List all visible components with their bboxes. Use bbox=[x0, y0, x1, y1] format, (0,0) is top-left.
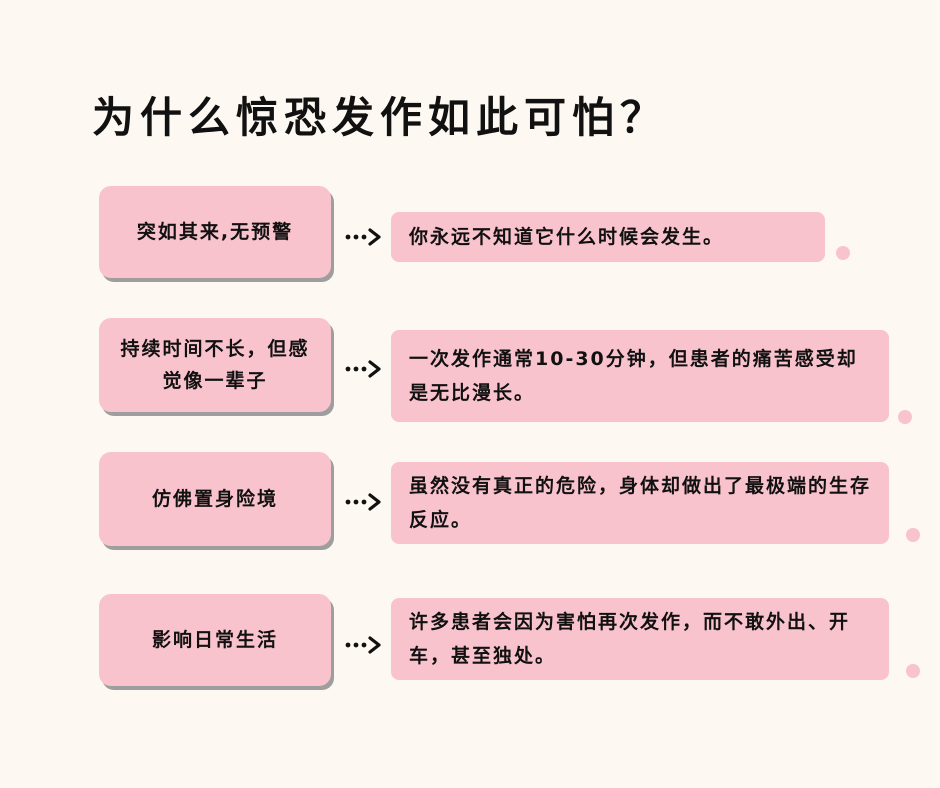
explanation-box-2: 一次发作通常10-30分钟，但患者的痛苦感受却是无比漫长。 bbox=[391, 330, 889, 422]
dot-icon bbox=[836, 246, 850, 260]
dotted-arrow-icon bbox=[345, 493, 381, 511]
explanation-box-4: 许多患者会因为害怕再次发作，而不敢外出、开车，甚至独处。 bbox=[391, 598, 889, 680]
dot-icon bbox=[898, 410, 912, 424]
page-title: 为什么惊恐发作如此可怕？ bbox=[92, 93, 669, 142]
reason-box-2: 持续时间不长，但感觉像一辈子 bbox=[99, 318, 331, 412]
reason-box-4: 影响日常生活 bbox=[99, 594, 331, 686]
reason-box-3: 仿佛置身险境 bbox=[99, 452, 331, 546]
dotted-arrow-icon bbox=[345, 360, 381, 378]
dotted-arrow-icon bbox=[345, 636, 381, 654]
reason-box-1: 突如其来,无预警 bbox=[99, 186, 331, 278]
dotted-arrow-icon bbox=[345, 228, 381, 246]
explanation-box-3: 虽然没有真正的危险，身体却做出了最极端的生存反应。 bbox=[391, 462, 889, 544]
dot-icon bbox=[906, 664, 920, 678]
dot-icon bbox=[906, 528, 920, 542]
explanation-box-1: 你永远不知道它什么时候会发生。 bbox=[391, 212, 825, 262]
